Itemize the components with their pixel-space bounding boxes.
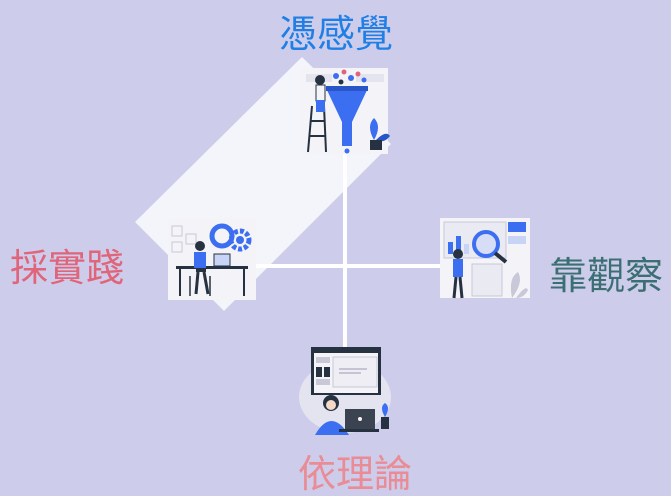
label-theory: 依理論	[298, 452, 413, 496]
label-intuition: 憑感覺	[279, 12, 394, 56]
label-practice: 採實踐	[10, 246, 125, 290]
label-observation: 靠觀察	[549, 254, 664, 298]
funnel-person-icon	[296, 66, 392, 158]
thinker-laptop-icon	[297, 343, 393, 435]
magnifier-board-icon	[438, 214, 532, 304]
worker-desk-gears-icon	[166, 216, 258, 302]
